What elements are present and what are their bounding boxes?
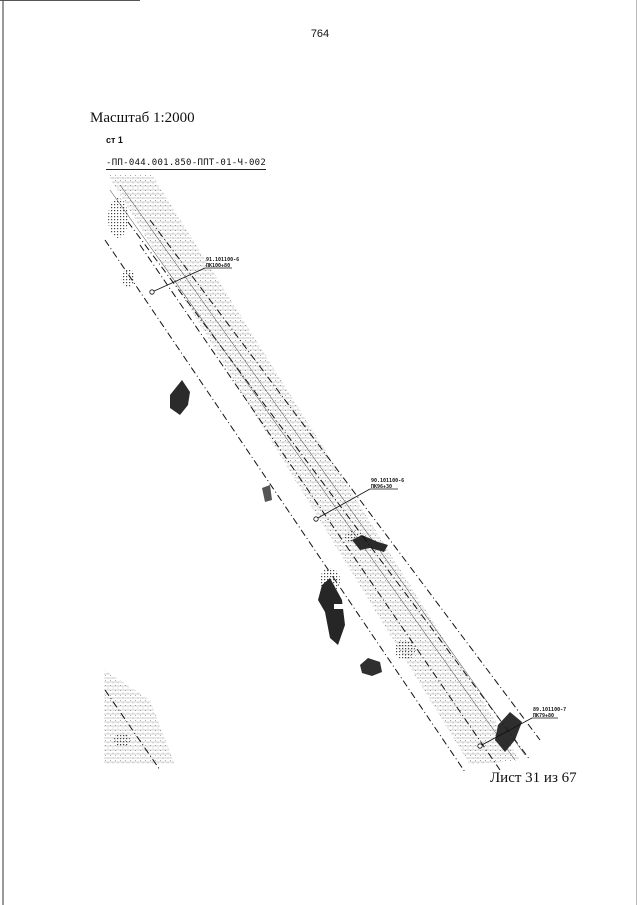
scale-label: Масштаб 1:2000 [90,110,195,126]
picket-label-2-pk: ПК96+30 [371,484,393,490]
picket-label-3-code: 89.101100-7 [533,707,567,713]
boundary-lines [104,219,541,773]
callout-leaders [151,267,558,747]
scan-edge-right [636,0,637,905]
sheet-label: ст 1 [106,135,123,145]
route-lines [109,184,526,761]
picket-label-3-pk: ПК79+80 [533,713,555,719]
dark-objects [170,380,522,752]
terrain-band [104,175,520,765]
scan-edge-top [0,0,140,1]
picket-label-2: 90.101100-6 ПК96+30 [371,478,404,490]
picket-markers [149,289,483,749]
picket-label-1: 91.101100-6 ПК100+80 [206,257,239,269]
picket-label-3: 89.101100-7 ПК79+80 [533,707,566,719]
picket-label-2-code: 90.101100-6 [371,478,405,484]
page-number: 764 [310,28,330,40]
drawing-code: -ПП-044.001.850-ППТ-01-Ч-002 [106,158,267,170]
picket-label-1-pk: ПК100+80 [206,263,231,269]
scan-edge-left [2,0,4,905]
picket-label-1-code: 91.101100-6 [206,257,240,263]
sheet-count: Лист 31 из 67 [490,770,577,786]
